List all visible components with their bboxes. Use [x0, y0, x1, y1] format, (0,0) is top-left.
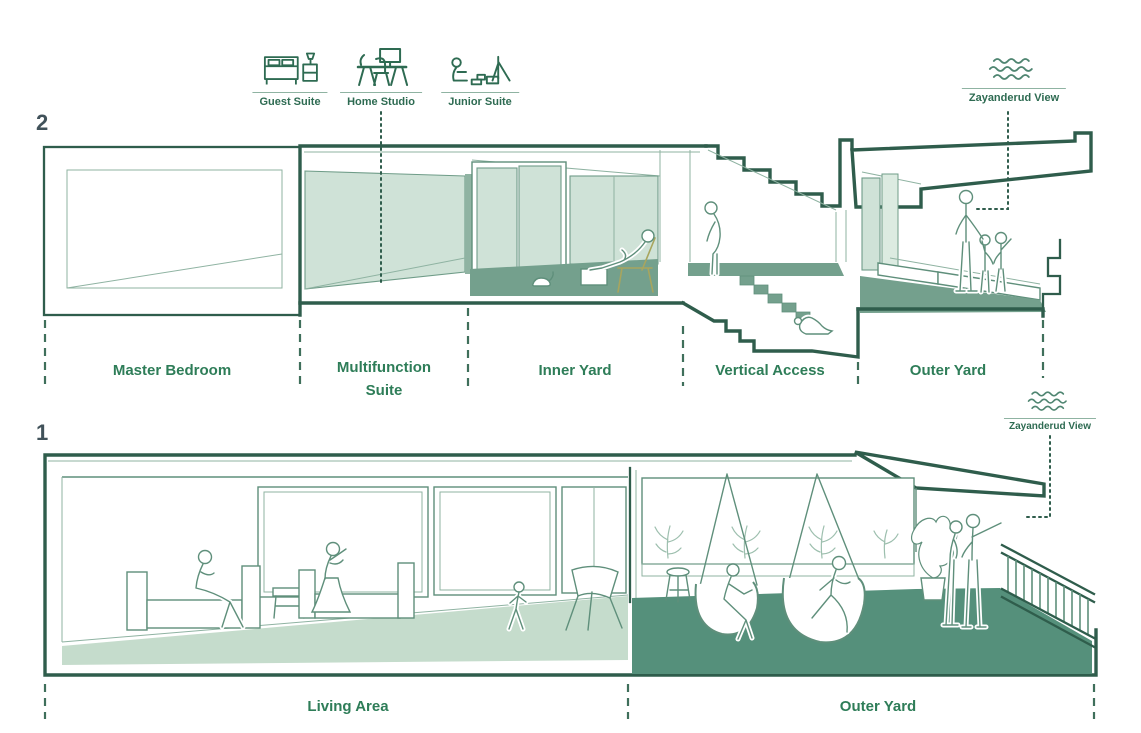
sofa-left [126, 565, 261, 631]
figure-swing-person-1 [724, 563, 752, 639]
living-area-room [61, 466, 637, 665]
level-1-number: 1 [36, 420, 49, 445]
legend-junior-suite: Junior Suite [441, 54, 519, 108]
level1-shell [43, 450, 1098, 677]
armchair [565, 565, 623, 631]
planter-window [641, 477, 915, 565]
window [433, 486, 557, 596]
figure-sitting-person-2 [310, 541, 352, 613]
figure-toddler [509, 581, 526, 629]
waves-icon [1027, 391, 1067, 411]
legend-river-view-2-label: Zayanderud View [961, 88, 1067, 104]
figure-swing-person-2 [812, 555, 850, 633]
legend-home-studio: Home Studio [340, 46, 422, 108]
figure-sitting-person-1 [196, 549, 243, 628]
lounge-chair [617, 237, 656, 293]
swing-chair-2 [781, 473, 866, 644]
figure-couple [943, 513, 1001, 628]
glass-wall [304, 170, 466, 290]
label-master-bedroom: Master Bedroom [112, 362, 232, 379]
legend-river-view-1-label: Zayanderud View [1003, 418, 1097, 432]
living-floor [62, 596, 628, 665]
level2-drawing [42, 111, 1093, 386]
legend-river-view-2: Zayanderud View [961, 54, 1067, 104]
label-vertical-access: Vertical Access [715, 362, 825, 379]
level1-drawing [43, 435, 1098, 719]
label-living-area: Living Area [307, 698, 389, 715]
legend-guest-suite-label: Guest Suite [252, 92, 328, 108]
vertical-access-room [298, 138, 860, 359]
label-outer-yard-2: Outer Yard [909, 362, 987, 379]
desk-icon [356, 48, 408, 86]
section-dividers-1 [43, 684, 1096, 719]
cut-wall-edge [465, 174, 472, 274]
stool [665, 567, 691, 603]
stairs-up-outline [704, 138, 854, 208]
inner-yard-floor [470, 259, 658, 296]
figure-reclining-person [590, 229, 655, 270]
planter-bench [641, 563, 915, 577]
playing-child-icon [451, 55, 511, 86]
legend-home-studio-label: Home Studio [340, 92, 422, 108]
level-2-number: 2 [36, 110, 49, 135]
outer-yard-floor-2 [860, 276, 1046, 313]
legend-river-view-1: Zayanderud View [1003, 388, 1097, 432]
stairwell-outline [680, 300, 860, 359]
bed-icon [263, 52, 318, 85]
landing-floor [688, 263, 844, 276]
cat-on-stairs [793, 317, 833, 334]
outer-yard-room-1 [632, 473, 1098, 674]
label-multifunction-suite: Multifunction Suite [336, 359, 432, 400]
stairs-down [739, 275, 811, 322]
legend-junior-suite-label: Junior Suite [441, 92, 519, 108]
potted-plant [910, 515, 958, 601]
outer-yard-room-2 [850, 131, 1093, 318]
waves-icon [989, 58, 1033, 80]
parapet-profile [1041, 238, 1062, 310]
connector-river-view-2 [973, 111, 1009, 210]
legend-guest-suite: Guest Suite [252, 48, 328, 108]
roof-slab-1 [854, 450, 1046, 498]
figure-standing-person [704, 201, 720, 274]
cat [532, 271, 554, 287]
inner-yard-room [470, 150, 661, 296]
label-outer-yard-1: Outer Yard [839, 698, 917, 715]
multifunction-suite-room [298, 144, 708, 317]
section-dividers-2 [43, 308, 1045, 386]
label-inner-yard: Inner Yard [538, 362, 612, 379]
master-bedroom-room [42, 145, 302, 317]
figure-adult-with-children [956, 189, 1011, 293]
balustrade-railing [1000, 543, 1098, 650]
connector-river-view-1 [1023, 435, 1051, 518]
